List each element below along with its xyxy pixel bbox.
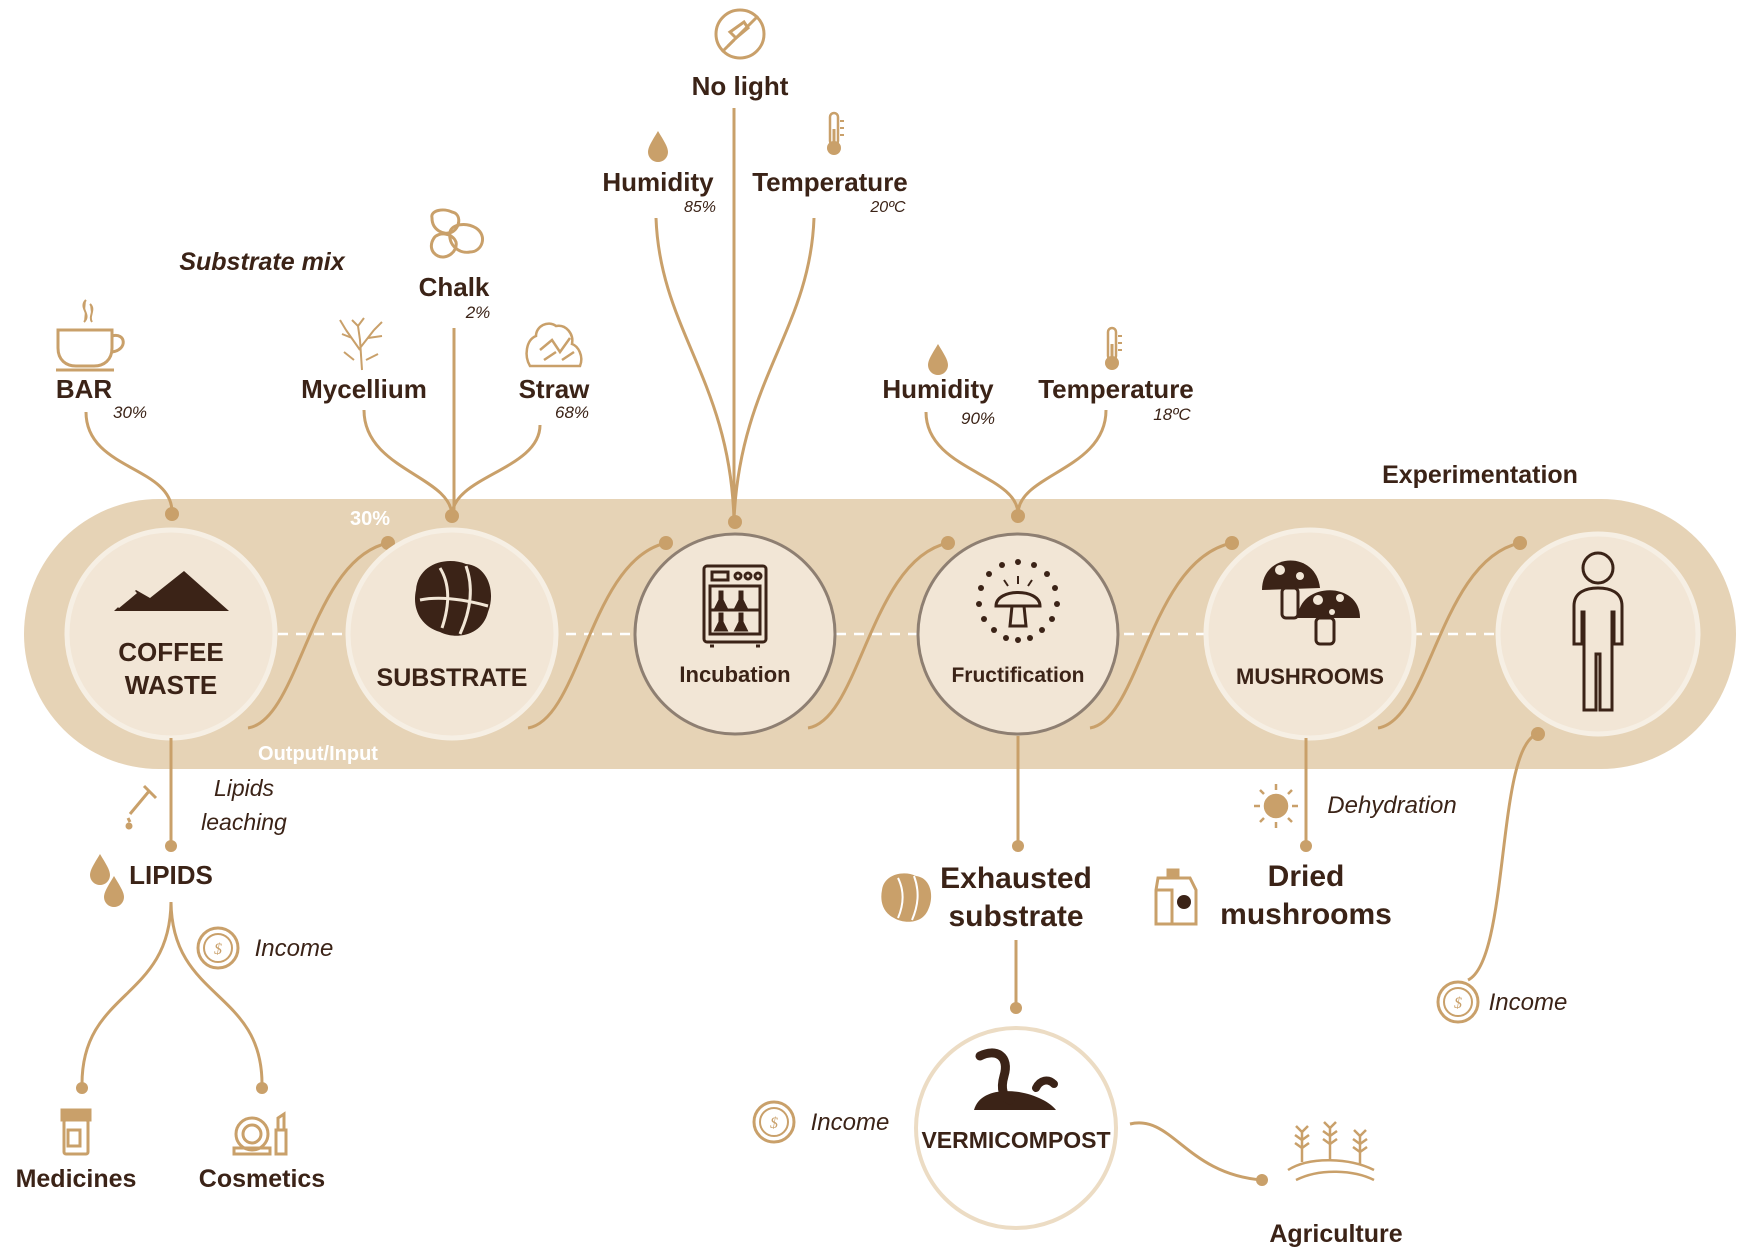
lipids-income: Income: [255, 935, 334, 962]
incubation-input-lines: [654, 108, 816, 521]
straw-label: Straw: [519, 374, 591, 404]
incubator-icon: [702, 564, 768, 648]
exhausted-line2: substrate: [948, 900, 1083, 933]
thermometer-icon: [1103, 326, 1124, 372]
stage-label-waste: WASTE: [125, 670, 217, 700]
input-bar: BAR 30%: [56, 299, 147, 422]
input-incubation-temperature: Temperature 20ºC: [752, 111, 908, 216]
coffee-input-dot: [165, 507, 179, 521]
dried-line2: mushrooms: [1220, 898, 1392, 931]
coffee-grounds-icon: [114, 571, 229, 611]
substrate-ball-icon: [415, 561, 492, 636]
lipids-label: LIPIDS: [129, 860, 213, 890]
stage-label-mushrooms: MUSHROOMS: [1236, 664, 1384, 689]
stage-substrate: SUBSTRATE: [345, 527, 559, 741]
stage-label-fructification: Fructification: [951, 664, 1084, 687]
substrate-input-lines: [84, 328, 542, 517]
fruct-temperature-value: 18ºC: [1153, 405, 1191, 424]
exhausted-line1: Exhausted: [940, 862, 1092, 895]
fruct-humidity-value: 90%: [961, 409, 995, 428]
lipids-leaching-line2: leaching: [201, 809, 287, 835]
incubation-humidity-label: Humidity: [602, 167, 714, 197]
worm-icon: [974, 1048, 1058, 1110]
incubation-humidity-value: 85%: [684, 199, 716, 216]
fruct-temperature-label: Temperature: [1038, 374, 1194, 404]
stage-label-incubation: Incubation: [679, 662, 790, 687]
fruct-humidity-label: Humidity: [882, 374, 994, 404]
fruct-input-dot: [1011, 509, 1025, 523]
connector-dots: [381, 536, 1527, 550]
medicines-label: Medicines: [16, 1165, 137, 1193]
input-no-light: No light: [692, 8, 789, 101]
sun-icon: [1254, 784, 1298, 828]
straw-icon: [525, 322, 583, 368]
bar-value: 30%: [113, 403, 147, 422]
person-icon: [1572, 551, 1624, 712]
chalk-label: Chalk: [419, 272, 490, 302]
dried-line1: Dried: [1268, 860, 1345, 893]
cosmetics-icon: [232, 1111, 288, 1156]
stage-coffee-waste: COFFEE WASTE: [64, 527, 278, 741]
straw-value: 68%: [555, 403, 589, 422]
medicine-jar-icon: [60, 1108, 92, 1156]
output-lipids-branch: Lipids leaching LIPIDS Income Medicines …: [16, 738, 334, 1193]
dehydration-label: Dehydration: [1327, 792, 1456, 819]
vermicompost-income: Income: [811, 1109, 890, 1136]
stage-incubation: Incubation: [633, 532, 837, 736]
incubation-temperature-value: 20ºC: [869, 199, 906, 216]
dropper-icon: [125, 784, 158, 830]
sprouting-mushroom-icon: [976, 559, 1060, 643]
experimentation-heading: Experimentation: [1382, 461, 1578, 489]
mycellium-label: Mycellium: [301, 374, 427, 404]
no-light-label: No light: [692, 71, 789, 101]
band-output-input: Output/Input: [258, 743, 378, 765]
cosmetics-label: Cosmetics: [199, 1165, 325, 1193]
stage-fructification: Fructification: [916, 532, 1120, 736]
stage-consumer: [1495, 531, 1701, 737]
chalk-icon: [429, 208, 485, 259]
exhausted-substrate-icon: [881, 873, 932, 922]
lipid-drops-icon: [90, 854, 124, 907]
consumer-income: Income: [1489, 989, 1568, 1016]
no-light-icon: [714, 8, 766, 60]
incubation-temperature-label: Temperature: [752, 167, 908, 197]
output-consumer-income: Income: [1436, 727, 1568, 1024]
substrate-mix-heading: Substrate mix: [179, 248, 345, 276]
stage-mushrooms: MUSHROOMS: [1203, 527, 1417, 741]
coin-icon: [752, 1100, 796, 1144]
coin-icon: [196, 926, 240, 970]
stage-label-substrate: SUBSTRATE: [377, 664, 528, 692]
band-percent: 30%: [350, 508, 390, 530]
coffee-cup-icon: [56, 299, 125, 372]
mushroom-bag-icon: [1154, 868, 1198, 926]
crops-icon: [1287, 1121, 1375, 1182]
mushrooms-icon: [1262, 560, 1360, 646]
thermometer-icon: [825, 111, 846, 157]
chalk-value: 2%: [465, 303, 491, 322]
mycelium-icon: [339, 317, 383, 371]
substrate-input-dot: [445, 509, 459, 523]
output-exhausted-branch: Exhausted substrate VERMICOMPOST Income …: [752, 736, 1403, 1248]
input-straw: Straw 68%: [519, 322, 591, 422]
incubation-input-dot: [728, 515, 742, 529]
vermicompost-label: VERMICOMPOST: [921, 1127, 1110, 1153]
input-incubation-humidity: Humidity 85%: [602, 131, 716, 216]
droplet-icon: [648, 131, 668, 162]
input-fruct-temperature: Temperature 18ºC: [1038, 326, 1194, 424]
lipids-leaching-line1: Lipids: [214, 775, 275, 801]
droplet-icon: [928, 344, 948, 375]
fruct-input-lines: [924, 409, 1108, 515]
stage-label-coffee: COFFEE: [118, 637, 223, 667]
input-fruct-humidity: Humidity 90%: [882, 344, 995, 428]
stage-connectors: [247, 541, 1521, 730]
coin-icon: [1436, 980, 1480, 1024]
agriculture-label: Agriculture: [1269, 1220, 1402, 1248]
output-dried-branch: Dehydration Dried mushrooms: [1154, 738, 1457, 931]
input-mycellium: Mycellium: [301, 317, 427, 404]
bar-label: BAR: [56, 374, 113, 404]
vermicompost-circle: [914, 1026, 1118, 1230]
input-chalk: Chalk 2%: [419, 208, 491, 322]
